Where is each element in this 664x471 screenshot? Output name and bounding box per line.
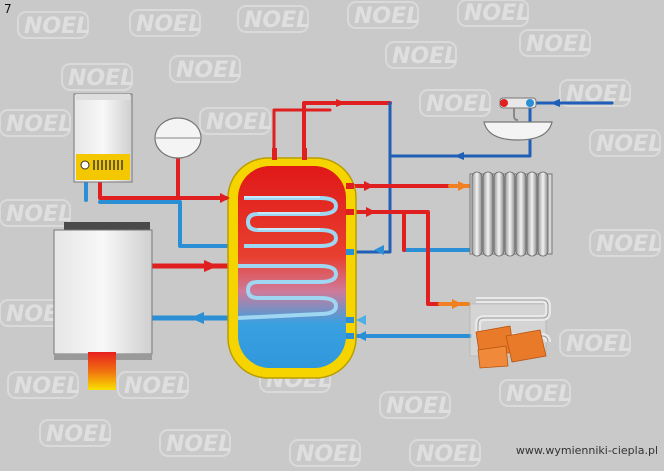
radiator <box>469 171 553 257</box>
gas-boiler-supply-pipe <box>98 180 244 200</box>
svg-text:NOEL: NOEL <box>244 8 310 33</box>
arrow-radiator-in <box>458 181 468 191</box>
svg-text:NOEL: NOEL <box>526 32 592 57</box>
arrow-solid-supply <box>204 260 218 272</box>
svg-text:NOEL: NOEL <box>6 202 72 227</box>
svg-text:NOEL: NOEL <box>176 58 242 83</box>
flow-arrows <box>190 99 560 341</box>
svg-text:NOEL: NOEL <box>166 432 232 457</box>
upper-coil <box>244 196 339 248</box>
arrow-solid-return <box>190 312 204 324</box>
gas-boiler <box>73 93 133 183</box>
svg-text:NOEL: NOEL <box>596 132 662 157</box>
svg-text:NOEL: NOEL <box>136 12 202 37</box>
svg-text:NOEL: NOEL <box>6 112 72 137</box>
solid-fuel-boiler <box>53 222 153 390</box>
page-number: 7 <box>4 2 12 16</box>
gas-boiler-return-pipe-2 <box>98 200 244 248</box>
svg-text:NOEL: NOEL <box>386 394 452 419</box>
svg-text:NOEL: NOEL <box>392 44 458 69</box>
svg-text:NOEL: NOEL <box>124 374 190 399</box>
wash-basin <box>483 97 553 141</box>
svg-text:NOEL: NOEL <box>464 1 530 26</box>
svg-text:NOEL: NOEL <box>14 374 80 399</box>
svg-text:NOEL: NOEL <box>416 442 482 467</box>
dhw-hot-pipe <box>302 101 392 152</box>
cold-mains-branch <box>388 101 532 158</box>
arrow-gas-supply <box>220 193 230 203</box>
arrow-radiator-return <box>374 245 384 255</box>
flame-icon <box>88 352 116 390</box>
arrow-cold-mains <box>550 99 560 107</box>
arrow-dhw-out <box>336 99 346 107</box>
floor-blocks <box>475 325 547 369</box>
hot-water-tank <box>227 148 357 379</box>
arrow-floor-return-2 <box>356 331 366 341</box>
lower-coil <box>237 264 339 320</box>
circulation-pipe <box>272 108 332 152</box>
arrow-floor-return <box>356 315 366 325</box>
svg-text:NOEL: NOEL <box>46 422 112 447</box>
pipes <box>84 101 614 338</box>
underfloor-heating <box>469 297 551 369</box>
svg-text:NOEL: NOEL <box>506 382 572 407</box>
svg-text:NOEL: NOEL <box>354 4 420 29</box>
svg-text:NOEL: NOEL <box>596 232 662 257</box>
svg-text:NOEL: NOEL <box>206 110 272 135</box>
svg-text:NOEL: NOEL <box>24 14 90 39</box>
expansion-vessel <box>154 117 202 159</box>
source-url: www.wymienniki-ciepla.pl <box>515 444 658 457</box>
hot-tap-icon <box>500 99 508 107</box>
arrow-radiator-supply <box>364 181 374 191</box>
arrow-cold-in <box>454 152 464 160</box>
cold-tap-icon <box>526 99 534 107</box>
svg-text:NOEL: NOEL <box>68 66 134 91</box>
arrow-floor-in <box>452 299 462 309</box>
arrow-floor-supply <box>366 207 376 217</box>
svg-text:NOEL: NOEL <box>566 332 632 357</box>
upper-coil-edge <box>244 196 320 230</box>
svg-text:NOEL: NOEL <box>296 442 362 467</box>
